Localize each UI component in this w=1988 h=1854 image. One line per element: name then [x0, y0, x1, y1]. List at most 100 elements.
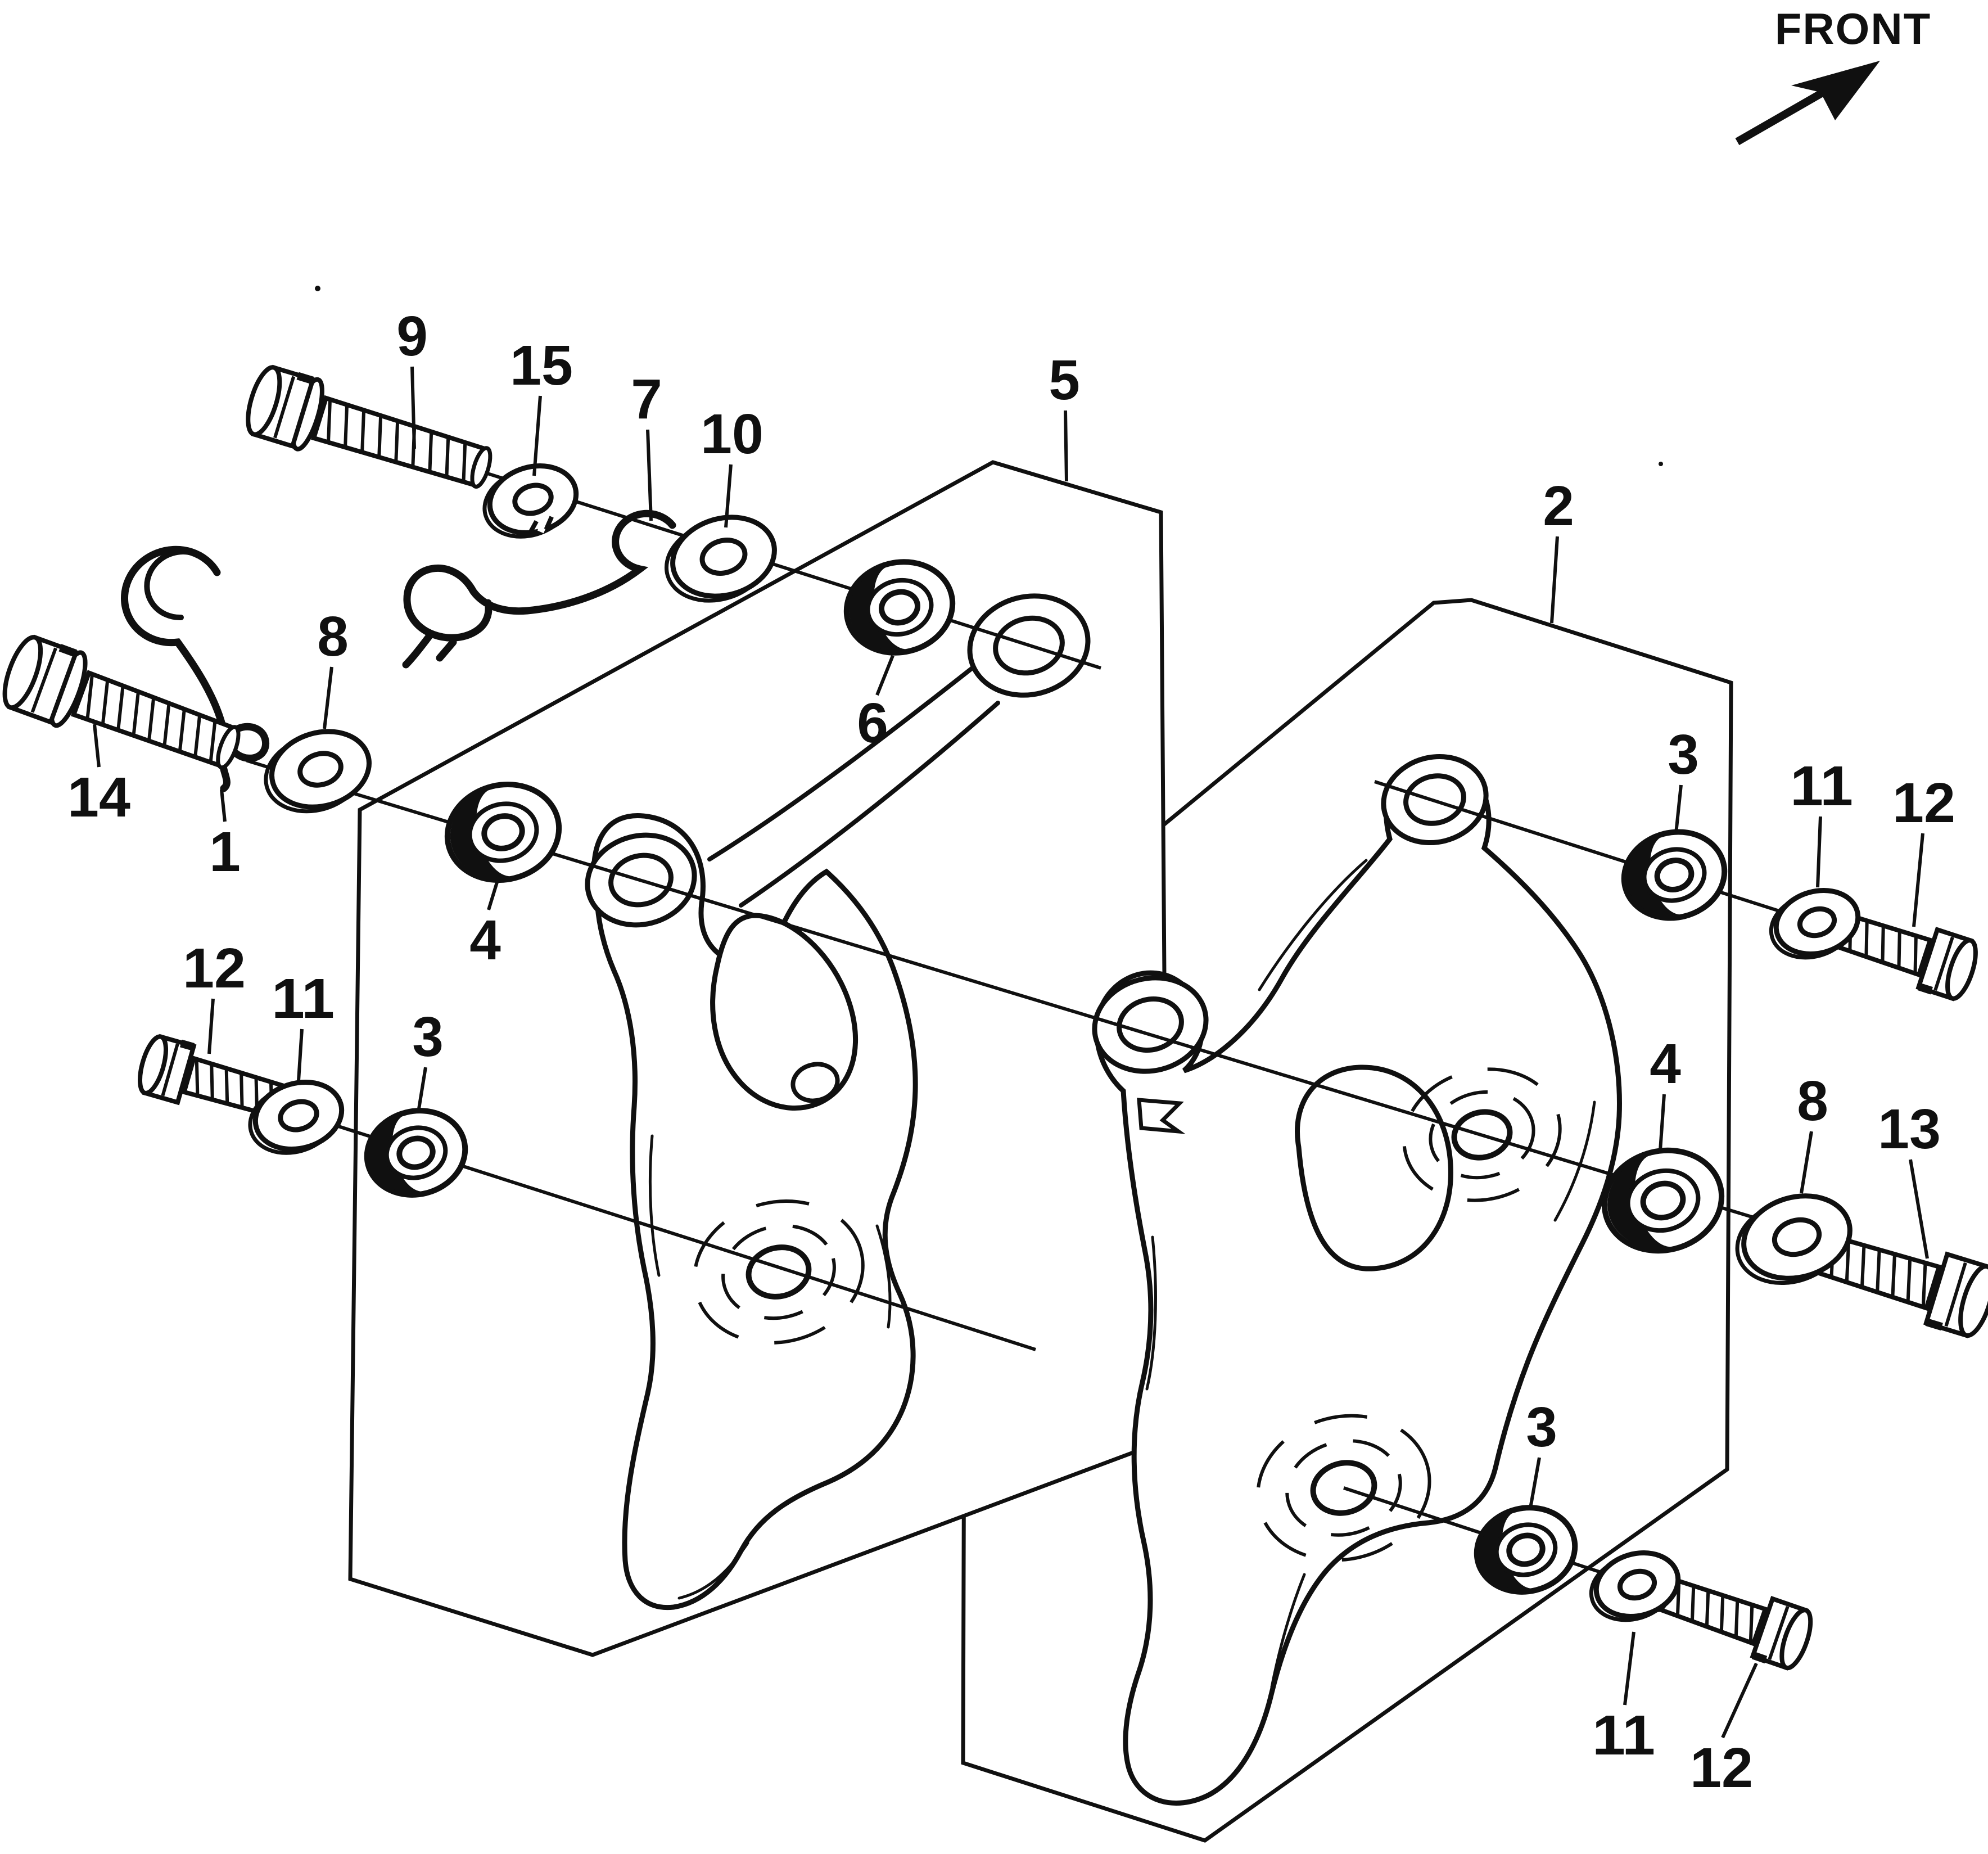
callout-number: 15 [510, 334, 573, 397]
callout-number: 3 [1526, 1396, 1557, 1459]
bolt-14 [2, 634, 241, 770]
callout-7-3: 7 [631, 368, 662, 521]
front-arrow-shaft [1735, 86, 1829, 146]
washer-8-right [1735, 1193, 1853, 1285]
callout-number: 7 [631, 368, 662, 431]
washer-11-left [248, 1079, 345, 1155]
part-number-callouts: 9 15 7 10 5 6 14 1 8 4 12 11 3 2 3 11 12 4 8 13 3 11 12 [67, 305, 1955, 1799]
callout-number: 4 [469, 909, 501, 972]
washer-8-left [264, 729, 372, 814]
grommet-3-right-bottom [1474, 1505, 1578, 1595]
cover2-left-tab-ring [1092, 975, 1209, 1074]
washer-10 [664, 515, 777, 603]
callout-14-7: 14 [67, 724, 130, 829]
front-indicator: FRONT [315, 4, 1932, 466]
cover-2-arrow-notch [1137, 1098, 1186, 1134]
washer-11-right-top [1769, 888, 1861, 960]
callout-leader [1816, 816, 1822, 888]
washer-15-lock [482, 463, 579, 539]
callout-leader [1064, 410, 1068, 482]
callout-number: 3 [1668, 723, 1699, 786]
callout-number: 11 [272, 967, 335, 1030]
callout-leader [1529, 1457, 1541, 1509]
callout-number: 2 [1543, 475, 1574, 538]
fastener-hardware [2, 364, 1988, 1671]
cover-2-center-opening [1295, 1064, 1453, 1271]
callout-number: 12 [1690, 1736, 1753, 1799]
callout-number: 8 [317, 605, 349, 668]
callout-10-4: 10 [701, 403, 763, 528]
callout-12-17: 12 [1892, 772, 1955, 927]
callout-number: 4 [1650, 1032, 1681, 1095]
grommet-4-right [1601, 1147, 1725, 1254]
callout-leader [220, 789, 227, 822]
callout-3-13: 3 [412, 1005, 444, 1113]
callout-number: 5 [1049, 349, 1080, 412]
grommet-3-right-top [1621, 829, 1728, 921]
callout-number: 6 [857, 692, 888, 755]
callout-13-20: 13 [1878, 1098, 1941, 1259]
callout-12-23: 12 [1690, 1662, 1758, 1799]
callout-leader [532, 395, 542, 476]
callout-number: 14 [67, 766, 130, 829]
callout-leader [417, 1067, 427, 1113]
callout-leader [1912, 833, 1924, 927]
callout-number: 12 [1892, 772, 1955, 834]
callout-leader [724, 464, 733, 528]
bolt-12-right-bottom [1653, 1575, 1813, 1671]
callout-number: 13 [1878, 1098, 1941, 1161]
callout-leader [646, 429, 653, 521]
callout-leader [1800, 1131, 1813, 1194]
callout-15-2: 15 [510, 334, 573, 476]
bolt-9 [246, 364, 493, 489]
callout-number: 11 [1592, 1704, 1655, 1767]
grommet-6 [843, 559, 956, 656]
callout-11-12: 11 [272, 967, 335, 1081]
callout-leader [410, 366, 416, 449]
callout-6-6: 6 [857, 655, 894, 755]
scan-speck [315, 286, 320, 291]
callout-8-9: 8 [317, 605, 349, 729]
callout-leader [1623, 1631, 1635, 1706]
callout-number: 1 [209, 820, 241, 883]
callout-11-16: 11 [1790, 755, 1853, 888]
callout-11-22: 11 [1592, 1631, 1655, 1767]
scan-speck [1659, 462, 1663, 466]
callout-4-18: 4 [1650, 1032, 1681, 1151]
callout-leader [1550, 536, 1559, 624]
callout-4-10: 4 [469, 874, 501, 972]
cover-5-accent-lines [648, 1134, 892, 1600]
callout-number: 9 [396, 305, 428, 368]
wire-clip-7 [402, 509, 676, 669]
callout-3-21: 3 [1526, 1396, 1557, 1509]
callout-number: 3 [412, 1005, 444, 1068]
callout-number: 11 [1790, 755, 1853, 818]
callout-3-15: 3 [1668, 723, 1699, 834]
callout-12-11: 12 [183, 937, 246, 1054]
callout-8-19: 8 [1797, 1070, 1828, 1194]
callout-number: 12 [183, 937, 246, 1000]
callout-leader [1721, 1662, 1758, 1739]
bolt-12-left [138, 1034, 296, 1122]
callout-leader [323, 666, 333, 729]
cover-5-bracket-arm [707, 660, 1000, 908]
callout-5-5: 5 [1049, 349, 1080, 482]
cover-5-small-hole [790, 1062, 840, 1103]
callout-leader [875, 655, 894, 696]
callout-leader [93, 724, 101, 768]
callout-2-14: 2 [1543, 475, 1574, 624]
cover2-center-boss [1402, 1067, 1562, 1202]
callout-number: 10 [701, 403, 763, 466]
callout-leader [1674, 784, 1683, 834]
timing-cover-left [591, 660, 1000, 1611]
cover5-bottom-boss [693, 1199, 865, 1345]
callout-leader [297, 1029, 304, 1081]
callout-leader [1659, 1094, 1666, 1151]
washer-11-right-bottom [1589, 1550, 1681, 1622]
front-arrow-head [1791, 61, 1880, 120]
front-label: FRONT [1775, 4, 1932, 53]
callout-1-8: 1 [209, 789, 241, 883]
callout-9-1: 9 [396, 305, 428, 449]
